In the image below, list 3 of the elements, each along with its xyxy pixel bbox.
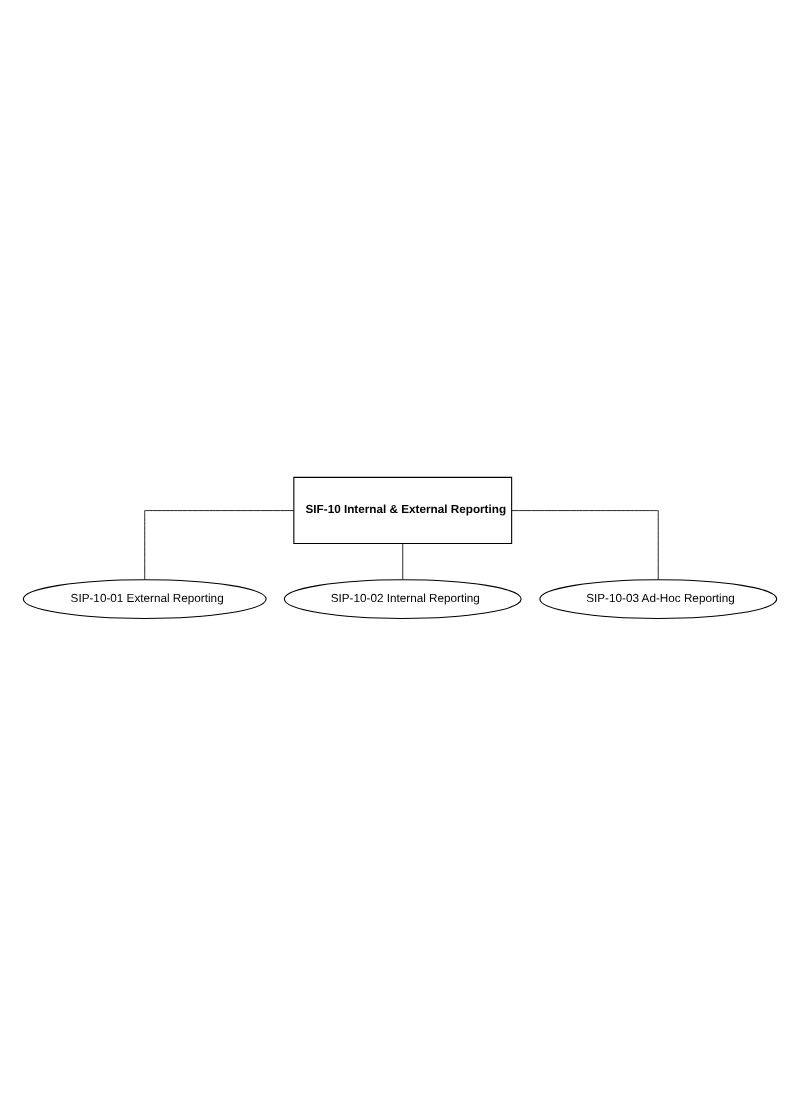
connector (511, 510, 659, 580)
connector (402, 543, 404, 580)
connector (144, 510, 295, 580)
